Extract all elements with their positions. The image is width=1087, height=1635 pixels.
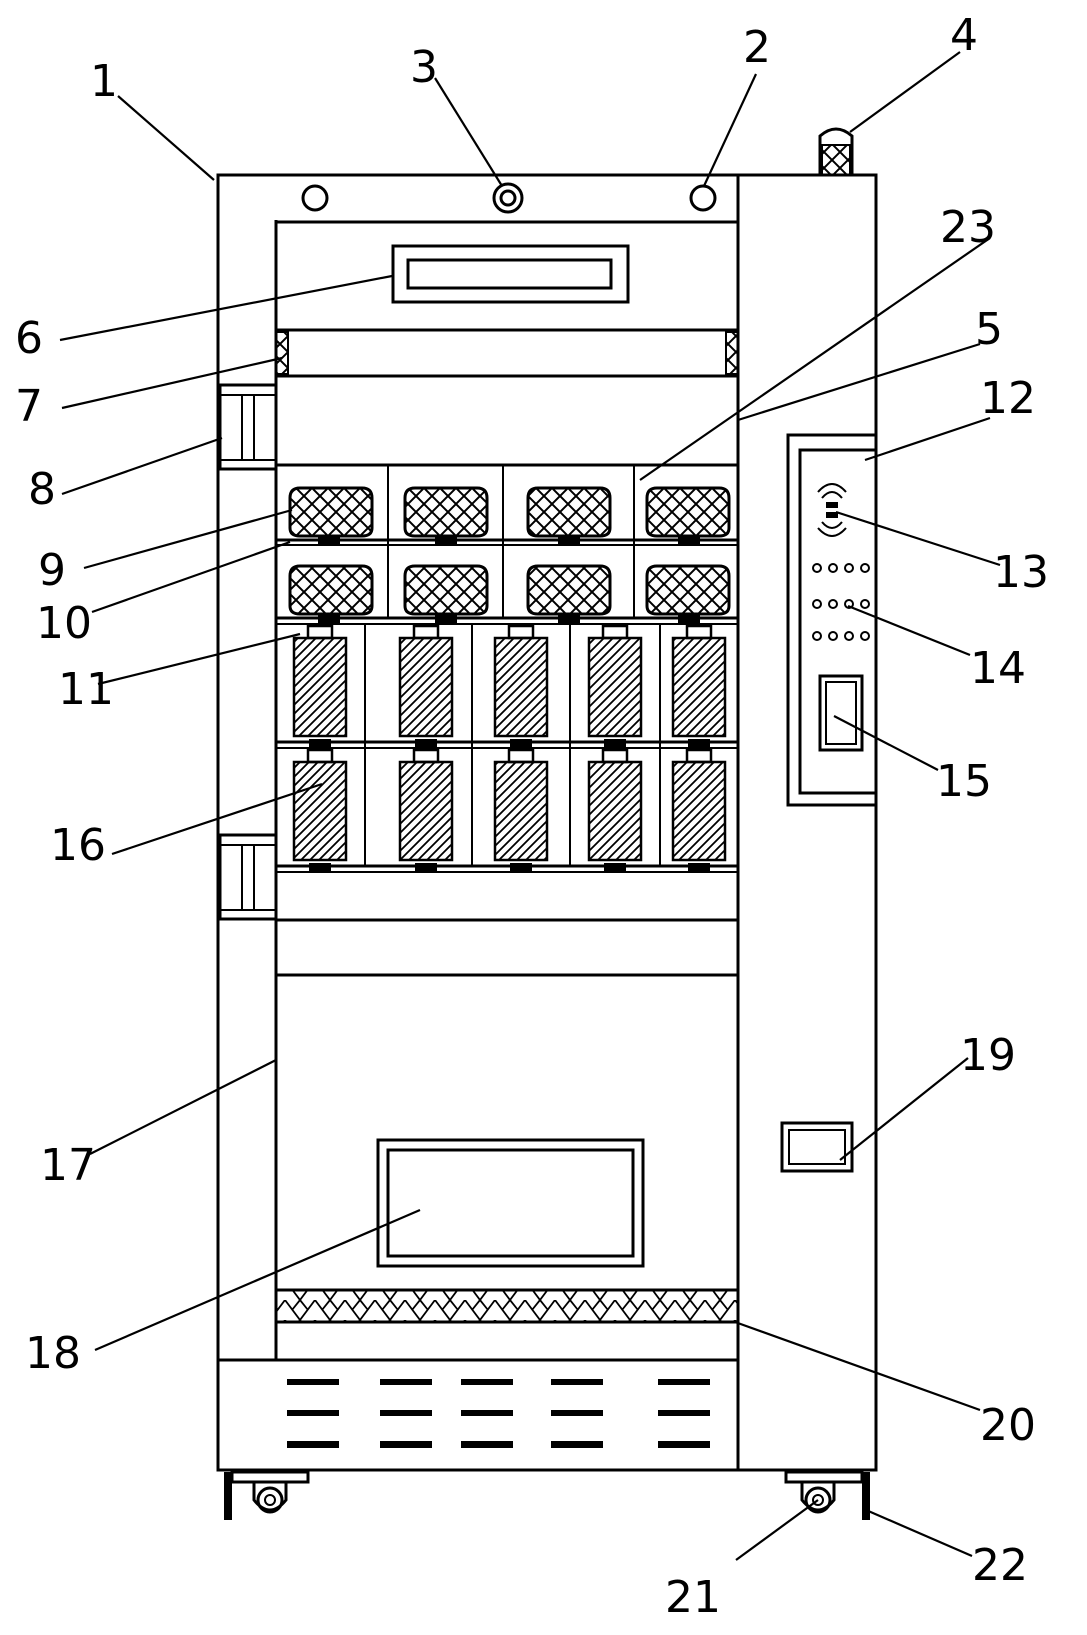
callout-17: 17 — [40, 1140, 96, 1191]
callout-19: 19 — [960, 1030, 1016, 1081]
callout-11: 11 — [58, 664, 114, 715]
callout-15: 15 — [936, 756, 992, 807]
callout-21: 21 — [665, 1572, 721, 1623]
callout-3: 3 — [410, 42, 438, 93]
coin-slot — [782, 1123, 852, 1171]
snack-packs — [290, 488, 729, 614]
callout-22: 22 — [972, 1540, 1028, 1591]
callout-16: 16 — [50, 820, 106, 871]
callout-7: 7 — [15, 381, 43, 432]
top-holes — [303, 184, 715, 212]
sensor-icon — [818, 484, 846, 536]
callout-13: 13 — [993, 547, 1049, 598]
callout-12: 12 — [980, 373, 1036, 424]
callout-10: 10 — [36, 598, 92, 649]
callout-5: 5 — [975, 304, 1003, 355]
control-panel — [788, 435, 876, 805]
callout-9: 9 — [38, 545, 66, 596]
callout-4: 4 — [950, 10, 978, 61]
callout-6: 6 — [15, 313, 43, 364]
callout-20: 20 — [980, 1400, 1036, 1451]
callout-8: 8 — [28, 464, 56, 515]
warning-light — [820, 129, 852, 175]
callout-1: 1 — [90, 56, 118, 107]
baffle-strip — [276, 1290, 738, 1322]
display-screen — [393, 246, 628, 302]
light-bar — [276, 330, 738, 376]
callout-18: 18 — [25, 1328, 81, 1379]
callout-2: 2 — [743, 22, 771, 73]
keypad — [813, 564, 869, 640]
pickup-window — [378, 1140, 643, 1266]
base-vents — [218, 1360, 738, 1448]
callout-23: 23 — [940, 202, 996, 253]
caster-wheels — [224, 1472, 870, 1520]
callout-14: 14 — [970, 643, 1026, 694]
